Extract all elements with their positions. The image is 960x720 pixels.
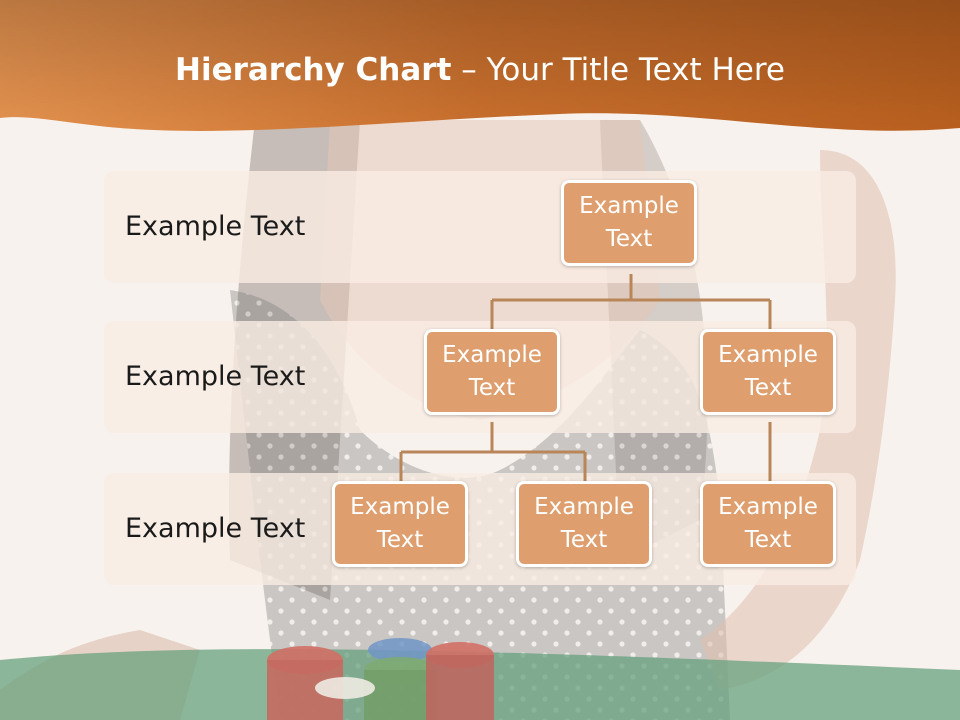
- node-level3-b: Example Text: [516, 481, 652, 567]
- node-level3-c: Example Text: [700, 481, 836, 567]
- node-level2-right-text: Example Text: [718, 342, 818, 401]
- node-level3-a-text: Example Text: [350, 494, 450, 553]
- level-label-2: Example Text: [125, 361, 306, 392]
- slide-title: Hierarchy Chart – Your Title Text Here: [0, 52, 960, 88]
- node-level3-c-text: Example Text: [718, 494, 818, 553]
- node-level2-left: Example Text: [424, 329, 560, 415]
- level-band-1: [104, 171, 856, 283]
- node-root: Example Text: [561, 180, 697, 266]
- level-label-3: Example Text: [125, 513, 306, 544]
- node-level3-a: Example Text: [332, 481, 468, 567]
- node-level2-right: Example Text: [700, 329, 836, 415]
- node-level3-b-text: Example Text: [534, 494, 634, 553]
- title-rest: – Your Title Text Here: [451, 52, 785, 88]
- node-root-text: Example Text: [579, 193, 679, 252]
- title-bold: Hierarchy Chart: [175, 52, 452, 88]
- node-level2-left-text: Example Text: [442, 342, 542, 401]
- level-label-1: Example Text: [125, 211, 306, 242]
